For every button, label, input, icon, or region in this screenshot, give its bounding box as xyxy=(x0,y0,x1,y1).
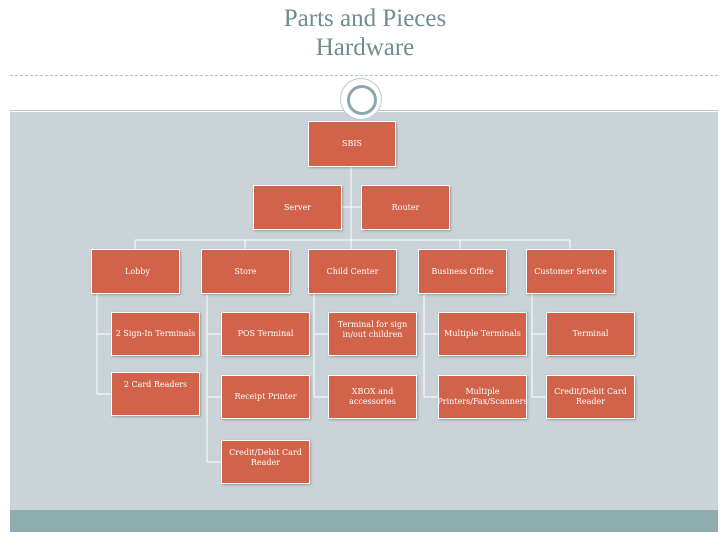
node-service-item-2-label: Credit/Debit Card Reader xyxy=(554,387,627,406)
node-customer-service: Customer Service xyxy=(526,249,615,294)
node-store-item-2-label: Receipt Printer xyxy=(234,392,297,401)
node-store-item-1-label: POS Terminal xyxy=(237,329,294,338)
node-business-office: Business Office xyxy=(418,249,507,294)
content-panel xyxy=(10,112,718,510)
title-line-2: Hardware xyxy=(315,34,415,61)
node-router-label: Router xyxy=(391,202,420,212)
node-lobby-label: Lobby xyxy=(125,266,150,276)
node-lobby-item-1-label: 2 Sign-In Terminals xyxy=(115,329,196,338)
circle-ornament-ring xyxy=(347,85,377,115)
node-store-label: Store xyxy=(234,266,257,276)
node-server-label: Server xyxy=(283,202,312,212)
node-store: Store xyxy=(201,249,290,294)
title-divider xyxy=(10,75,718,76)
node-store-item-3-label: Credit/Debit Card Reader xyxy=(229,448,302,467)
circle-ornament xyxy=(340,78,382,120)
node-router: Router xyxy=(361,185,450,230)
node-child-center-label: Child Center xyxy=(326,266,379,276)
node-store-item-1: POS Terminal xyxy=(221,312,310,356)
node-server: Server xyxy=(253,185,342,230)
node-lobby-item-1: 2 Sign-In Terminals xyxy=(111,312,200,356)
node-child-center: Child Center xyxy=(308,249,397,294)
node-business-item-2-label: Multiple Printers/Fax/Scanners xyxy=(437,387,528,406)
node-lobby-item-2: 2 Card Readers xyxy=(111,372,200,416)
bottom-accent-bar xyxy=(10,510,718,532)
title-line-1: Parts and Pieces xyxy=(283,5,447,32)
node-business-office-label: Business Office xyxy=(431,266,494,276)
node-customer-service-label: Customer Service xyxy=(534,266,607,276)
node-child-item-2-label: XBOX and accessories xyxy=(349,387,396,406)
node-business-item-1-label: Multiple Terminals xyxy=(444,329,521,338)
node-service-item-1-label: Terminal xyxy=(572,329,609,338)
node-child-item-1: Terminal for sign in/out children xyxy=(328,312,417,356)
node-sbis-label: SBIS xyxy=(342,139,362,148)
node-child-item-1-label: Terminal for sign in/out children xyxy=(337,320,408,339)
node-lobby-item-2-label: 2 Card Readers xyxy=(123,380,188,389)
node-store-item-3: Credit/Debit Card Reader xyxy=(221,440,310,484)
slide-title: Parts and Pieces Hardware xyxy=(230,4,500,62)
node-store-item-2: Receipt Printer xyxy=(221,375,310,419)
node-service-item-1: Terminal xyxy=(546,312,635,356)
node-service-item-2: Credit/Debit Card Reader xyxy=(546,375,635,419)
node-child-item-2: XBOX and accessories xyxy=(328,375,417,419)
node-sbis: SBIS xyxy=(308,121,396,167)
node-business-item-1: Multiple Terminals xyxy=(438,312,527,356)
node-lobby: Lobby xyxy=(91,249,180,294)
node-business-item-2: Multiple Printers/Fax/Scanners xyxy=(437,375,528,419)
